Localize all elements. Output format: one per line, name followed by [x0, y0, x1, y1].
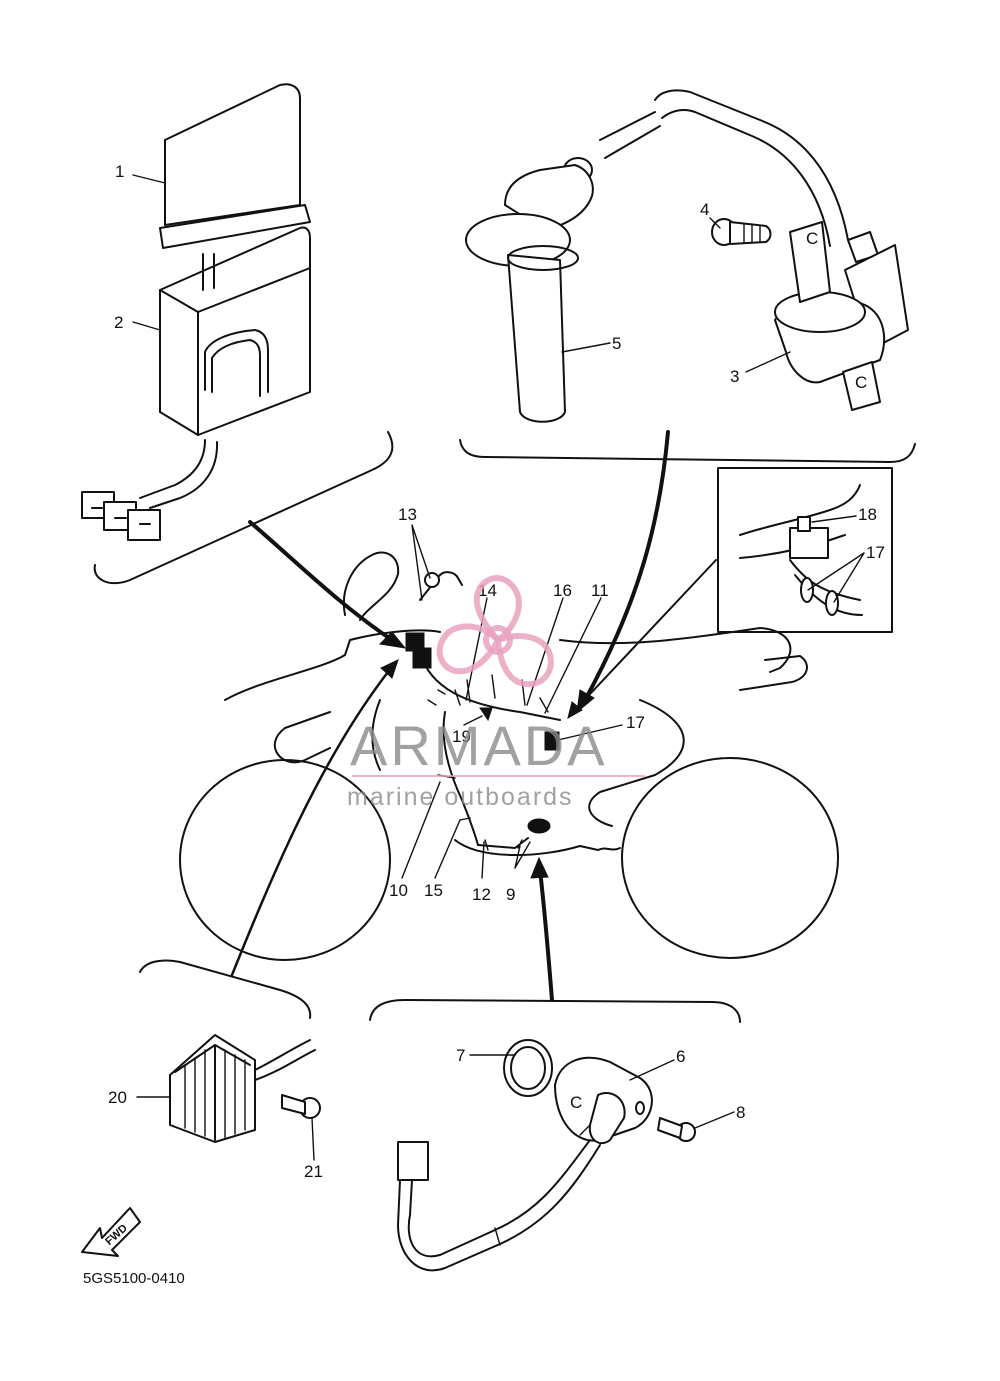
callout-7: 7 [456, 1046, 465, 1065]
armada-logo-icon [436, 575, 554, 688]
callout-5: 5 [612, 334, 621, 353]
cdi-unit [159, 83, 311, 436]
forward-arrow-icon: FWD [81, 1207, 141, 1257]
callout-3: 3 [730, 367, 739, 386]
callout-9: 9 [506, 885, 515, 904]
connector-mark-top: C [806, 229, 818, 248]
callout-17-inset: 17 [866, 543, 885, 562]
watermark: ARMADA marine outboards [347, 575, 645, 811]
callout-12: 12 [472, 885, 491, 904]
callout-10: 10 [389, 881, 408, 900]
callout-8: 8 [736, 1103, 745, 1122]
callout-1: 1 [115, 162, 124, 181]
callout-16: 16 [553, 581, 572, 600]
plug-cap [465, 89, 849, 423]
callout-2: 2 [114, 313, 123, 332]
switch-connector-mark: C [570, 1093, 582, 1112]
watermark-tagline: marine outboards [347, 783, 574, 811]
callout-leaders [132, 174, 865, 1161]
callout-6: 6 [676, 1047, 685, 1066]
diagram-code: 5GS5100-0410 [83, 1270, 185, 1287]
callout-labels: 1 2 3 4 5 6 7 8 9 10 11 12 13 14 15 16 1… [108, 162, 885, 1181]
inset-harness-clamps [739, 484, 863, 616]
callout-15: 15 [424, 881, 443, 900]
connector-mark-bottom: C [855, 373, 867, 392]
callout-4: 4 [700, 200, 709, 219]
ignition-coil: C C [774, 221, 909, 411]
callout-20: 20 [108, 1088, 127, 1107]
watermark-brand: ARMADA [350, 714, 608, 777]
callout-11: 11 [591, 581, 609, 600]
coil-bolt [711, 218, 772, 246]
callout-17-main: 17 [626, 713, 645, 732]
callout-18: 18 [858, 505, 877, 524]
rectifier-regulator [169, 1034, 321, 1143]
neutral-switch: C [397, 1039, 696, 1272]
main-harness [405, 571, 561, 851]
leader-arrows [230, 430, 717, 1002]
callout-19: 19 [452, 727, 471, 746]
cdi-harness [81, 439, 219, 541]
callout-21: 21 [304, 1162, 323, 1181]
callout-13: 13 [398, 505, 417, 524]
